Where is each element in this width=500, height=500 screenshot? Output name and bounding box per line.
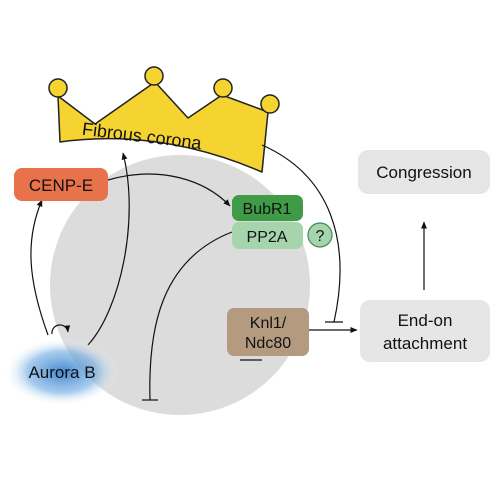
knl1-label-line2: Ndc80 (245, 335, 291, 352)
knl1-ndc80-box (227, 308, 309, 356)
question-mark-icon (307, 222, 333, 248)
congression-label: Congression (376, 163, 471, 182)
cenpe-label: CENP-E (29, 176, 93, 195)
aurora-b-glow (4, 338, 120, 406)
crown-ball-3 (213, 78, 233, 98)
pp2a-box (232, 222, 303, 249)
bubr1-box (232, 195, 303, 221)
end-on-attachment-box (360, 300, 490, 362)
end-on-label-line2: attachment (383, 334, 467, 353)
arrow-cenpe-to-bubr1 (107, 173, 231, 207)
aurora-b-label: Aurora B (28, 363, 95, 382)
aurora-autoactivation-loop (51, 324, 71, 335)
end-on-label-line1: End-on (398, 311, 453, 330)
crown-ball-4 (260, 94, 280, 114)
congression-box (358, 150, 490, 194)
question-mark-label: ? (316, 228, 325, 245)
crown-ball-1 (48, 78, 68, 98)
arrow-aurora-to-cenpe (30, 199, 49, 336)
arrow-aurora-to-corona (87, 152, 130, 346)
inhibit-pp2a-to-aurora (149, 231, 233, 401)
inhibit-corona-to-endon (261, 144, 341, 323)
bubr1-label: BubR1 (243, 201, 292, 218)
cenpe-box (14, 168, 108, 201)
crown-ball-2 (144, 66, 164, 86)
knl1-label-line1: Knl1/ (250, 315, 287, 332)
pp2a-label: PP2A (247, 229, 288, 246)
